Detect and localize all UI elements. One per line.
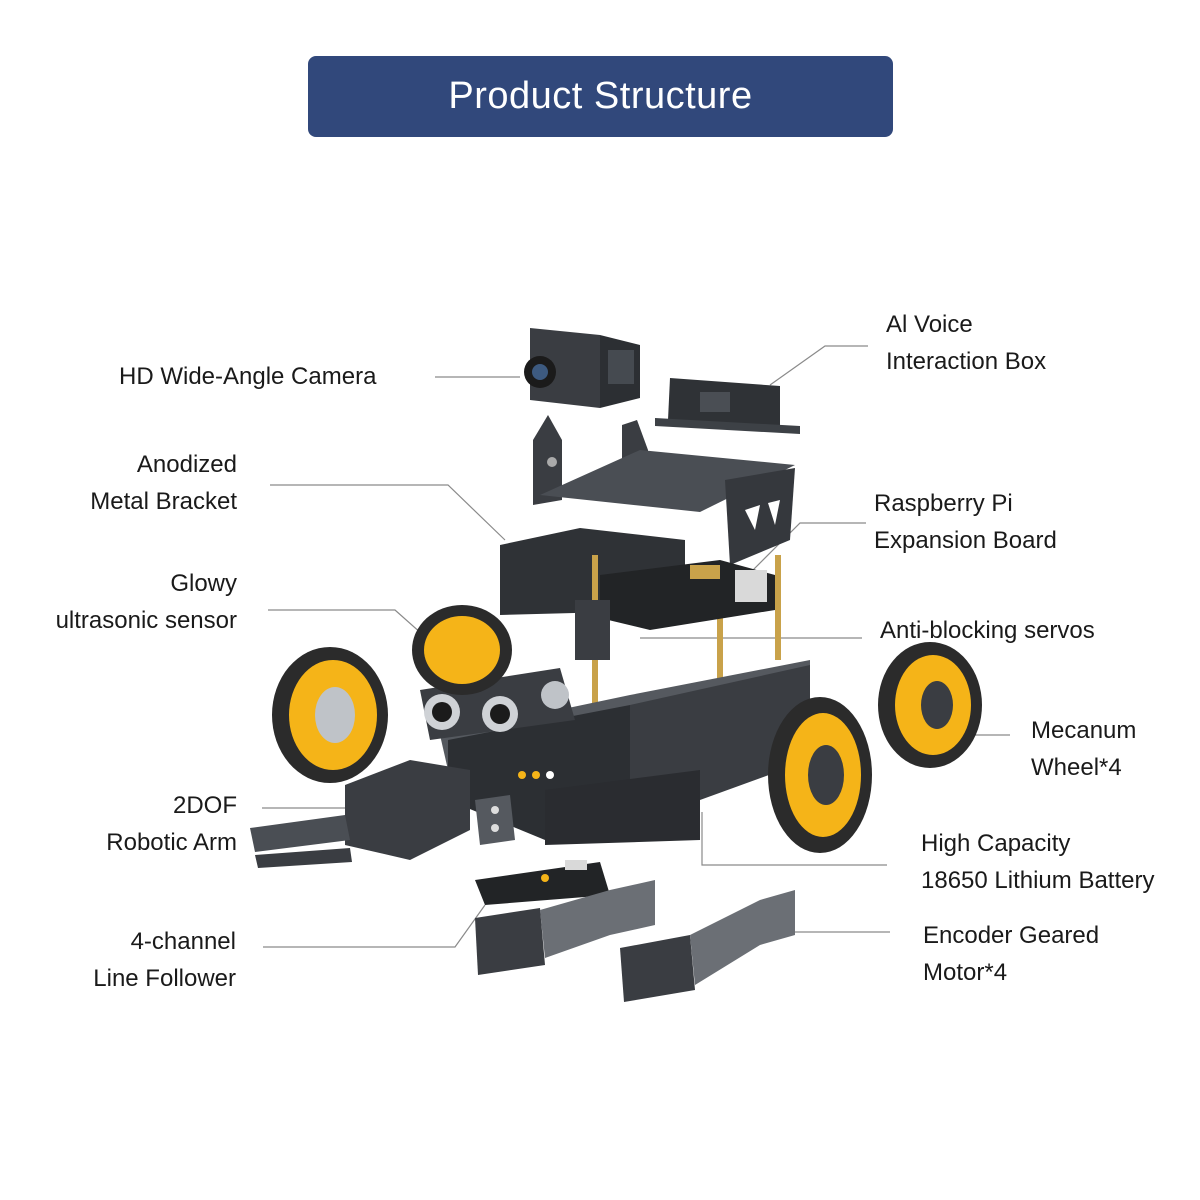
mecanum-wheel-front-right — [768, 697, 872, 853]
servo-block — [575, 600, 610, 660]
label-metal-bracket: Anodized Metal Bracket — [90, 446, 237, 520]
label-robotic-arm: 2DOF Robotic Arm — [106, 787, 237, 861]
mecanum-wheel-front-left — [272, 647, 388, 783]
label-hd-camera: HD Wide-Angle Camera — [119, 358, 376, 395]
label-battery: High Capacity 18650 Lithium Battery — [921, 825, 1154, 899]
mecanum-wheel-rear-right — [878, 642, 982, 768]
voice-box — [655, 378, 800, 434]
label-line-follower: 4-channel Line Follower — [93, 923, 236, 997]
label-servos: Anti-blocking servos — [880, 612, 1095, 649]
camera-module — [524, 328, 640, 408]
label-expansion-board: Raspberry Pi Expansion Board — [874, 485, 1057, 559]
label-encoder-motor: Encoder Geared Motor*4 — [923, 917, 1099, 991]
mecanum-wheel-rear-left — [412, 605, 512, 695]
label-mecanum-wheel: Mecanum Wheel*4 — [1031, 712, 1136, 786]
label-voice-box: Al Voice Interaction Box — [886, 306, 1046, 380]
leader-follower — [263, 905, 485, 947]
label-ultrasonic-sensor: Glowy ultrasonic sensor — [56, 565, 237, 639]
leader-bracket — [270, 485, 505, 540]
leader-voice — [770, 346, 868, 385]
